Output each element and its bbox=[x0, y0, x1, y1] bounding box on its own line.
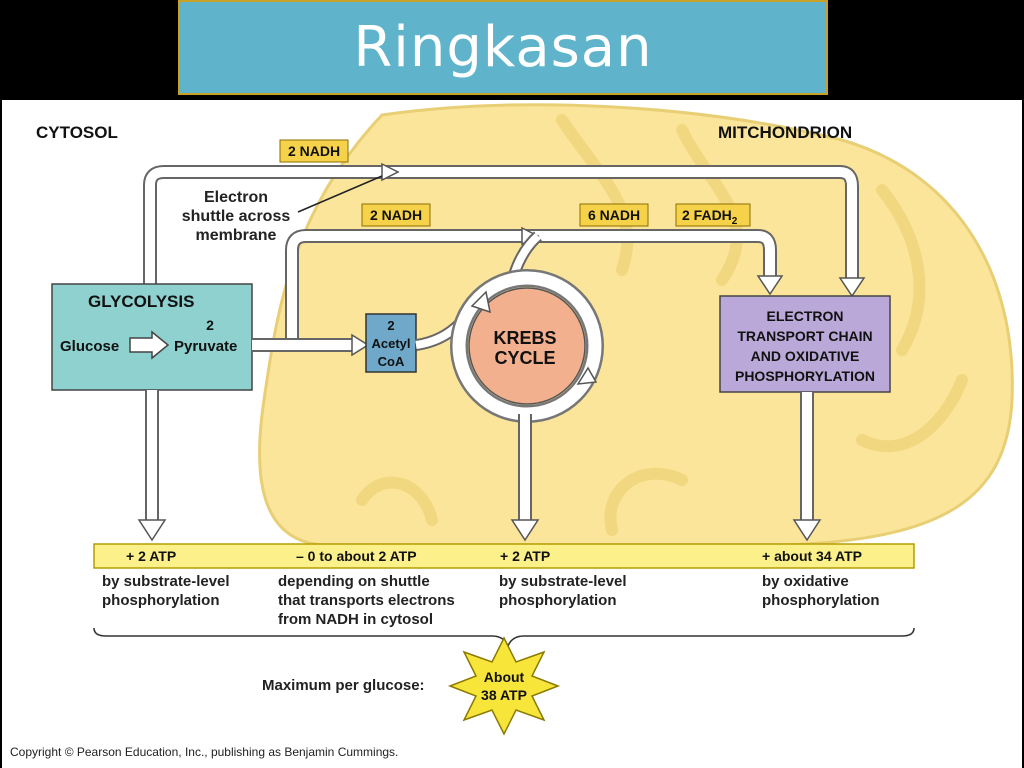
svg-text:GLYCOLYSIS: GLYCOLYSIS bbox=[88, 292, 194, 311]
svg-text:About: About bbox=[484, 669, 525, 685]
cellular-respiration-diagram: CYTOSOL MITCHONDRION 2 NADH 2 NADH 6 NAD… bbox=[10, 103, 1014, 759]
acetyl-coa-box: 2 Acetyl CoA bbox=[365, 313, 417, 373]
svg-text:2 NADH: 2 NADH bbox=[370, 207, 422, 223]
fadh-label: 2 FADH bbox=[682, 207, 732, 223]
svg-text:shuttle across: shuttle across bbox=[182, 208, 291, 225]
atp-arrows bbox=[137, 390, 822, 542]
svg-text:Pyruvate: Pyruvate bbox=[174, 338, 237, 355]
svg-text:CYCLE: CYCLE bbox=[494, 348, 555, 368]
svg-text:CoA: CoA bbox=[378, 354, 405, 369]
atp-starburst: About 38 ATP bbox=[447, 636, 561, 736]
svg-text:2 NADH: 2 NADH bbox=[288, 143, 340, 159]
slide-title: Ringkasan bbox=[353, 15, 653, 80]
copyright-text: Copyright © Pearson Education, Inc., pub… bbox=[10, 745, 398, 759]
svg-text:Electron: Electron bbox=[204, 189, 268, 206]
maximum-label: Maximum per glucose: bbox=[262, 677, 425, 694]
svg-text:by substrate-level: by substrate-level bbox=[499, 573, 627, 590]
svg-text:phosphorylation: phosphorylation bbox=[102, 592, 220, 609]
svg-text:Glucose: Glucose bbox=[60, 338, 119, 355]
svg-text:2: 2 bbox=[206, 317, 214, 333]
shuttle-label: Electron shuttle across membrane bbox=[182, 189, 291, 244]
svg-text:KREBS: KREBS bbox=[493, 328, 556, 348]
cytosol-label: CYTOSOL bbox=[36, 123, 118, 142]
svg-text:+ 2 ATP: + 2 ATP bbox=[126, 548, 176, 564]
svg-text:2 FADH2: 2 FADH2 bbox=[682, 207, 738, 227]
svg-text:TRANSPORT CHAIN: TRANSPORT CHAIN bbox=[737, 328, 872, 344]
svg-text:AND OXIDATIVE: AND OXIDATIVE bbox=[751, 348, 860, 364]
svg-text:depending on shuttle: depending on shuttle bbox=[278, 573, 430, 590]
fadh-krebs-box: 2 FADH2 bbox=[675, 203, 751, 227]
electron-transport-box: ELECTRON TRANSPORT CHAIN AND OXIDATIVE P… bbox=[719, 295, 891, 393]
svg-text:by substrate-level: by substrate-level bbox=[102, 573, 230, 590]
svg-text:by oxidative: by oxidative bbox=[762, 573, 849, 590]
svg-text:– 0 to about 2 ATP: – 0 to about 2 ATP bbox=[296, 548, 417, 564]
slide-title-box: Ringkasan bbox=[178, 0, 828, 95]
svg-text:6 NADH: 6 NADH bbox=[588, 207, 640, 223]
nadh-krebs-box: 6 NADH bbox=[579, 203, 649, 227]
svg-text:that transports electrons: that transports electrons bbox=[278, 592, 455, 609]
svg-text:ELECTRON: ELECTRON bbox=[767, 308, 844, 324]
svg-text:38 ATP: 38 ATP bbox=[481, 687, 527, 703]
glycolysis-box: GLYCOLYSIS 2 Glucose Pyruvate bbox=[51, 283, 253, 391]
nadh-shuttle-box: 2 NADH bbox=[279, 139, 349, 163]
svg-text:PHOSPHORYLATION: PHOSPHORYLATION bbox=[735, 368, 875, 384]
atp-notes: by substrate-level phosphorylation depen… bbox=[102, 573, 880, 628]
diagram-panel: CYTOSOL MITCHONDRION 2 NADH 2 NADH 6 NAD… bbox=[2, 100, 1022, 768]
nadh-pyruvate-box: 2 NADH bbox=[361, 203, 431, 227]
svg-text:Acetyl: Acetyl bbox=[371, 336, 410, 351]
mitochondrion-shape bbox=[258, 103, 1014, 547]
krebs-cycle: KREBS CYCLE bbox=[450, 269, 604, 423]
svg-text:phosphorylation: phosphorylation bbox=[499, 592, 617, 609]
svg-text:+ 2 ATP: + 2 ATP bbox=[500, 548, 550, 564]
svg-text:+ about 34 ATP: + about 34 ATP bbox=[762, 548, 862, 564]
svg-text:phosphorylation: phosphorylation bbox=[762, 592, 880, 609]
svg-text:membrane: membrane bbox=[196, 227, 277, 244]
svg-text:2: 2 bbox=[387, 318, 394, 333]
atp-bar: + 2 ATP – 0 to about 2 ATP + 2 ATP + abo… bbox=[93, 543, 915, 569]
fadh-subscript: 2 bbox=[732, 216, 738, 227]
mitochondrion-label: MITCHONDRION bbox=[718, 123, 852, 142]
svg-text:from NADH in cytosol: from NADH in cytosol bbox=[278, 611, 433, 628]
